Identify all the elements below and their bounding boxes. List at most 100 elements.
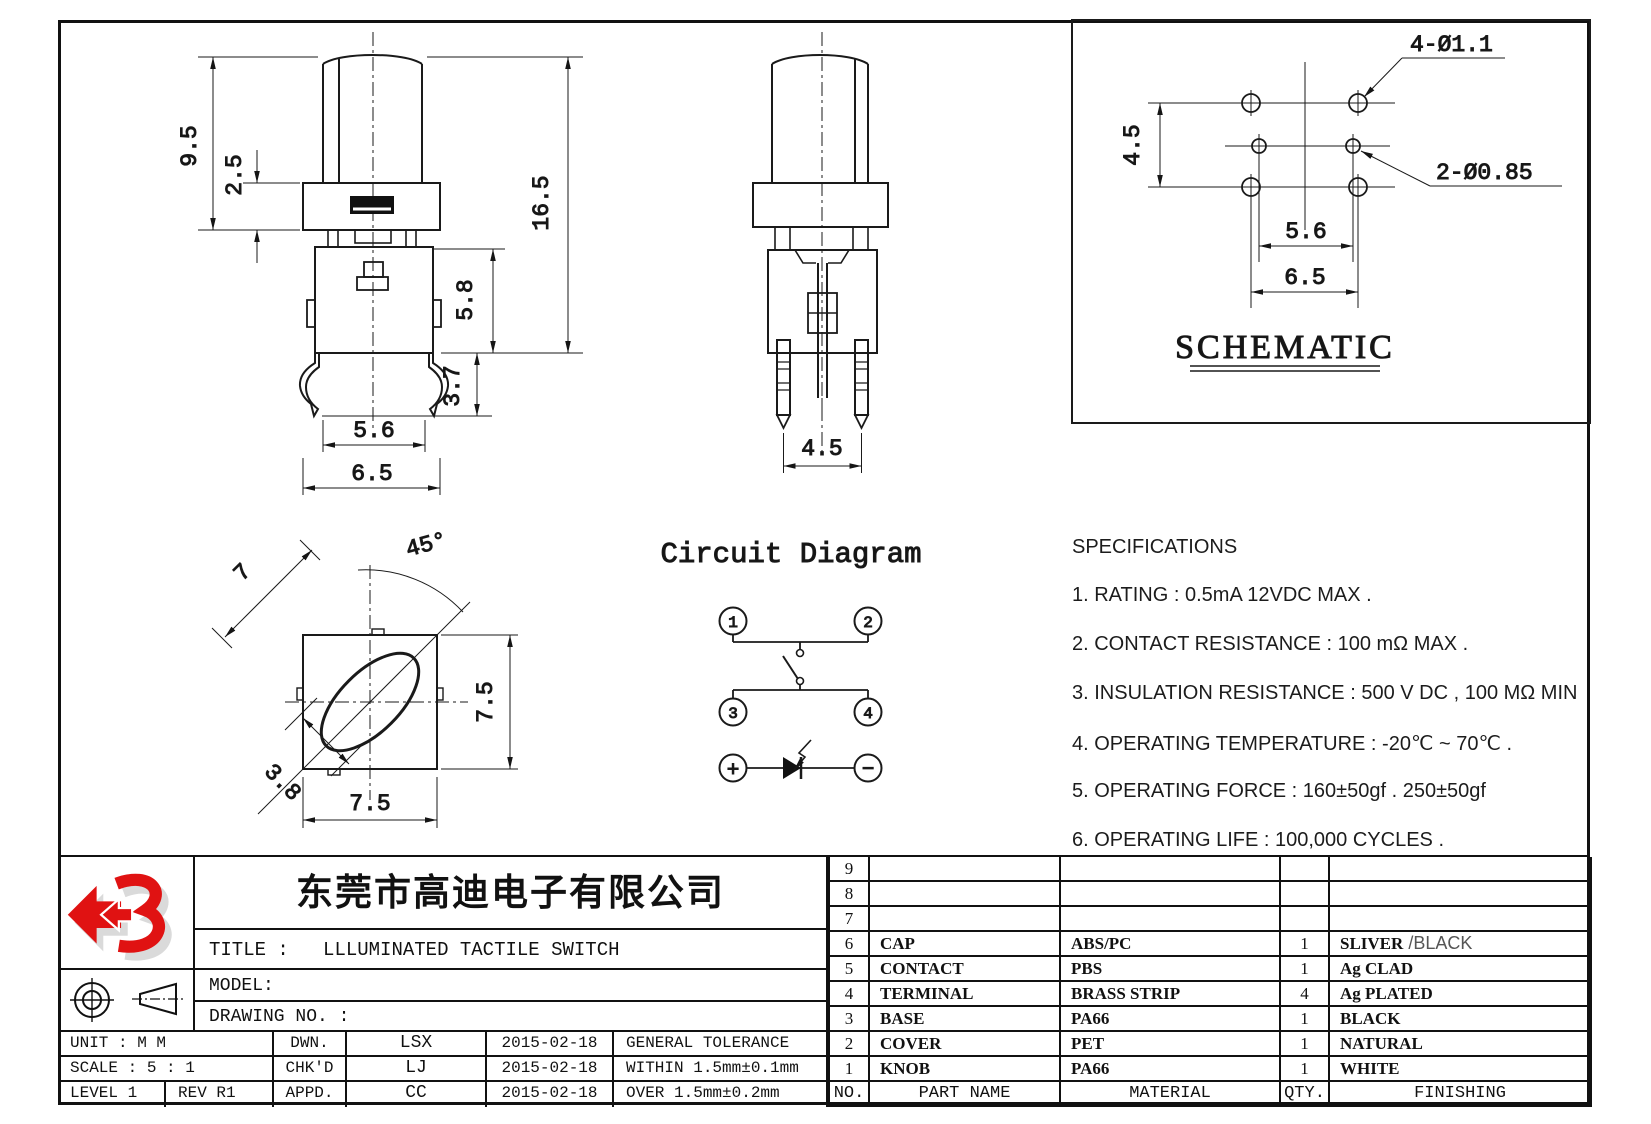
front-dim-16-5: 16.5 [529,175,555,230]
part-name [870,882,1061,907]
part-material: ABS/PC [1061,932,1281,957]
part-no: 2 [830,1032,870,1057]
drawing-no-label: DRAWING NO. : [209,1007,350,1027]
part-finishing [1330,882,1592,907]
title-block: 东莞市高迪电子有限公司 TITLE : LLLUMINATED TACTILE … [58,855,1592,1107]
model-label: MODEL: [209,976,274,996]
title-value: LLLUMINATED TACTILE SWITCH [323,939,620,961]
specifications-title: SPECIFICATIONS [1072,536,1238,558]
chk-date: 2015-02-18 [487,1057,614,1082]
part-finishing: SLIVER /BLACK [1330,932,1592,957]
general-tolerance-label: GENERAL TOLERANCE [614,1032,828,1057]
title-label: TITLE : [209,939,289,961]
sheet-border [58,20,1590,1105]
part-qty: 4 [1281,982,1330,1007]
side-view: 4.5 [752,32,889,473]
part-qty: 1 [1281,1007,1330,1032]
part-no: 8 [830,882,870,907]
front-view: 9.5 2.5 16.5 5.8 3.7 5.6 6.5 [177,32,583,495]
part-finishing: WHITE [1330,1057,1592,1082]
part-finishing [1330,907,1592,932]
part-material: PET [1061,1032,1281,1057]
circuit-title: Circuit Diagram [660,538,921,571]
pcb-dim-6-5: 6.5 [1284,265,1325,291]
projection-symbols-icon [70,978,184,1022]
parts-header-material: MATERIAL [1061,1082,1281,1107]
parts-header-finishing: FINISHING [1330,1082,1592,1107]
side-dim-4-5: 4.5 [801,436,842,462]
part-material [1061,857,1281,882]
circuit-terminal-3: 3 [728,705,738,723]
front-dim-2-5: 2.5 [222,154,248,195]
part-name: KNOB [870,1057,1061,1082]
part-name: CONTACT [870,957,1061,982]
chk-value: LJ [347,1057,487,1082]
spec-item: 5. OPERATING FORCE : 160±50gf . 250±50gf [1072,780,1486,802]
chk-label: CHK'D [274,1057,347,1082]
part-qty: 1 [1281,957,1330,982]
part-name: COVER [870,1032,1061,1057]
spec-item: 1. RATING : 0.5mA 12VDC MAX . [1072,584,1372,606]
front-dim-6-5: 6.5 [351,461,392,487]
level-cell: LEVEL 1 [58,1082,166,1107]
part-qty [1281,907,1330,932]
pcb-title: SCHEMATIC [1175,329,1395,366]
dwn-value: LSX [347,1032,487,1057]
part-finishing: BLACK [1330,1007,1592,1032]
circuit-minus-terminal: − [862,759,875,782]
top-dim-3-8: 3.8 [258,759,306,807]
part-name: TERMINAL [870,982,1061,1007]
part-qty: 1 [1281,932,1330,957]
part-qty: 1 [1281,1032,1330,1057]
tolerance-over: OVER 1.5mm±0.2mm [614,1082,828,1107]
part-no: 3 [830,1007,870,1032]
pcb-layout: 4-Ø1.1 2-Ø0.85 4.5 5.6 6.5 SCHEMATIC [1071,19,1591,424]
part-name: CAP [870,932,1061,957]
part-no: 1 [830,1057,870,1082]
company-name: 东莞市高迪电子有限公司 [195,857,828,930]
part-finishing: NATURAL [1330,1032,1592,1057]
circuit-plus-terminal: + [727,760,740,783]
front-dim-9-5: 9.5 [177,125,203,166]
part-material: PA66 [1061,1057,1281,1082]
unit-cell: UNIT : M M [58,1032,274,1057]
projection-symbol-cell [58,970,195,1032]
front-dim-5-6: 5.6 [353,418,394,444]
parts-table: 9 8 7 6 CAP ABS/PC 1 SLIVER /BLACK 5 CON… [828,857,1592,1107]
part-finishing: Ag CLAD [1330,957,1592,982]
dwn-date: 2015-02-18 [487,1032,614,1057]
logo-cell [58,857,195,970]
top-dim-angle: 45° [403,527,450,563]
model-row: MODEL: [195,970,828,1002]
spec-item: 6. OPERATING LIFE : 100,000 CYCLES . [1072,829,1445,851]
part-material: PBS [1061,957,1281,982]
part-name: BASE [870,1007,1061,1032]
part-material [1061,882,1281,907]
circuit-terminal-4: 4 [863,705,873,723]
part-no: 9 [830,857,870,882]
part-finishing [1330,857,1592,882]
part-no: 7 [830,907,870,932]
part-no: 4 [830,982,870,1007]
spec-item: 2. CONTACT RESISTANCE : 100 mΩ MAX . [1072,633,1469,655]
part-no: 6 [830,932,870,957]
part-material [1061,907,1281,932]
tolerance-within: WITHIN 1.5mm±0.1mm [614,1057,828,1082]
part-name [870,907,1061,932]
top-dim-7: 7 [229,559,257,587]
parts-header-name: PART NAME [870,1082,1061,1107]
part-name [870,857,1061,882]
appd-label: APPD. [274,1082,347,1107]
top-view: 7 45° 3.8 7.5 7.5 [211,527,518,828]
pcb-dim-5-6: 5.6 [1285,219,1326,245]
part-finishing-alt: /BLACK [1403,933,1473,953]
pcb-label-4-holes: 4-Ø1.1 [1410,32,1493,58]
rev-cell: REV R1 [166,1082,274,1107]
part-finishing: Ag PLATED [1330,982,1592,1007]
spec-item: 3. INSULATION RESISTANCE : 500 V DC , 10… [1072,682,1578,704]
top-dim-7-5-bottom: 7.5 [349,791,390,817]
parts-header-no: NO. [830,1082,870,1107]
pcb-dim-4-5: 4.5 [1120,124,1146,165]
